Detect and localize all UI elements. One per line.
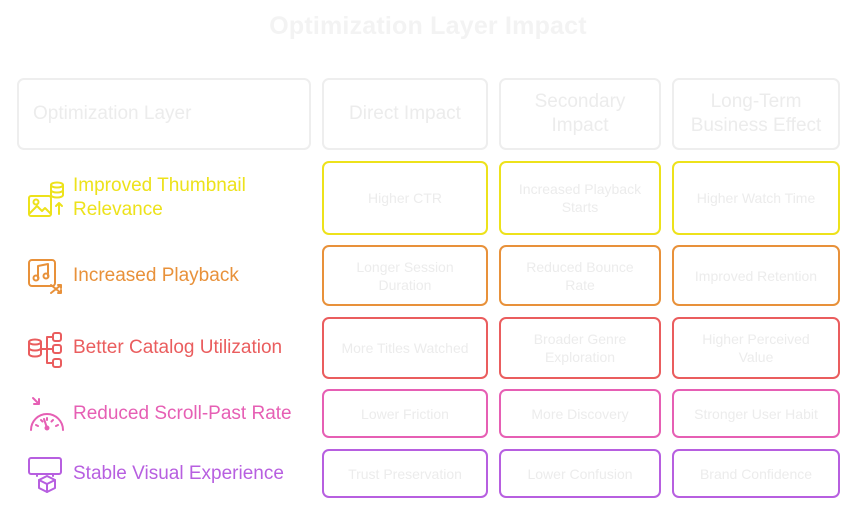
screen-box-icon xyxy=(27,454,67,494)
row1-direct-impact: Higher CTR xyxy=(322,161,488,235)
row1-long-term-effect: Higher Watch Time xyxy=(672,161,840,235)
row2-secondary-impact: Reduced Bounce Rate xyxy=(499,245,661,306)
music-shuffle-icon xyxy=(27,257,67,297)
header-optimization-layer: Optimization Layer xyxy=(17,78,311,150)
row4-direct-impact: Lower Friction xyxy=(322,389,488,438)
row4-secondary-impact: More Discovery xyxy=(499,389,661,438)
row1-secondary-impact: Increased Playback Starts xyxy=(499,161,661,235)
row5-long-term-effect: Brand Confidence xyxy=(672,449,840,498)
row-label-stable-visual-experience: Stable Visual Experience xyxy=(73,463,284,484)
row-label-increased-playback: Increased Playback xyxy=(73,265,239,286)
row3-long-term-effect: Higher Perceived Value xyxy=(672,317,840,379)
image-database-icon xyxy=(27,180,67,220)
page-title: Optimization Layer Impact xyxy=(269,12,587,40)
header-direct-impact: Direct Impact xyxy=(322,78,488,150)
row-label-improved-thumbnail-relevance: Improved Thumbnail Relevance xyxy=(73,175,246,220)
row4-long-term-effect: Stronger User Habit xyxy=(672,389,840,438)
row-label-better-catalog-utilization: Better Catalog Utilization xyxy=(73,337,283,358)
database-network-icon xyxy=(27,329,67,369)
row-label-reduced-scroll-past-rate: Reduced Scroll-Past Rate xyxy=(73,403,292,424)
row5-direct-impact: Trust Preservation xyxy=(322,449,488,498)
row2-long-term-effect: Improved Retention xyxy=(672,245,840,306)
header-long-term-business-effect: Long-Term Business Effect xyxy=(672,78,840,150)
row2-direct-impact: Longer Session Duration xyxy=(322,245,488,306)
header-secondary-impact: Secondary Impact xyxy=(499,78,661,150)
row3-direct-impact: More Titles Watched xyxy=(322,317,488,379)
row5-secondary-impact: Lower Confusion xyxy=(499,449,661,498)
gauge-icon xyxy=(27,394,67,434)
row3-secondary-impact: Broader Genre Exploration xyxy=(499,317,661,379)
